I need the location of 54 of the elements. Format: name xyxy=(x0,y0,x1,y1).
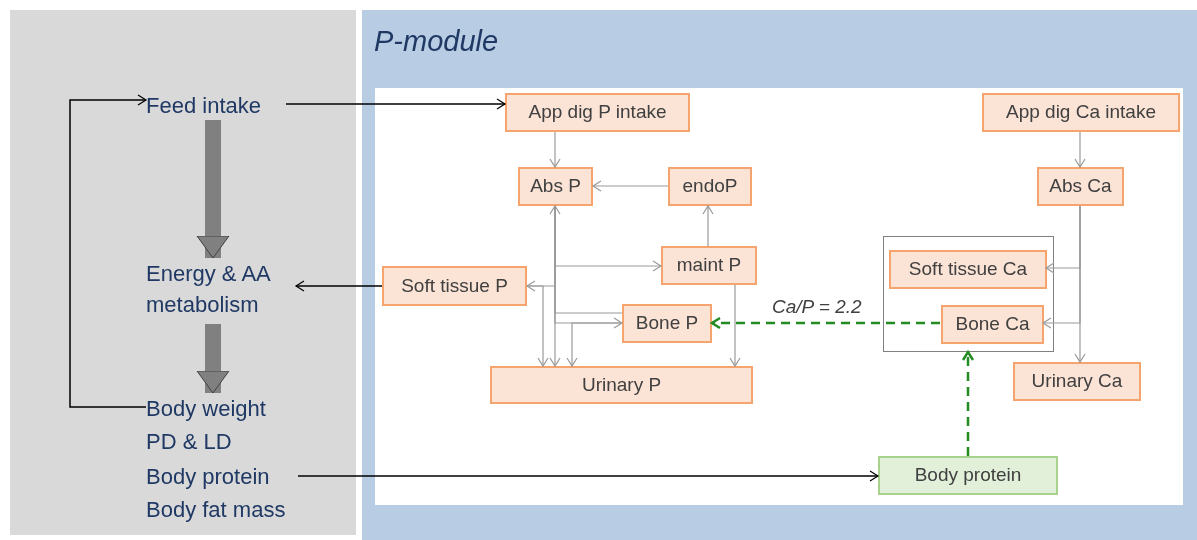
box-label: endoP xyxy=(682,174,738,199)
process-box xyxy=(941,305,1044,344)
arrow xyxy=(285,98,506,110)
box-label: App dig Ca intake xyxy=(1006,100,1156,125)
process-box xyxy=(668,167,752,206)
panel-background xyxy=(10,10,356,535)
arrow xyxy=(729,284,741,367)
box-label: Bone Ca xyxy=(955,312,1030,337)
arrow xyxy=(297,470,879,482)
arrow xyxy=(702,205,714,247)
process-box xyxy=(505,93,690,132)
box-label: Soft tissue P xyxy=(401,273,508,298)
process-box xyxy=(1037,167,1124,206)
arrow xyxy=(526,285,549,367)
box-label: maint P xyxy=(676,253,742,278)
process-box xyxy=(382,266,527,306)
flow-label: Energy & AA metabolism xyxy=(146,258,296,324)
box-label: Body protein xyxy=(914,463,1022,488)
flow-label: PD & LD xyxy=(146,426,256,456)
box-label: Abs P xyxy=(530,174,581,199)
arrow xyxy=(549,205,561,367)
group-box xyxy=(883,236,1054,352)
box-label: Soft tissue Ca xyxy=(908,257,1028,282)
box-label: Bone P xyxy=(635,311,699,336)
arrow xyxy=(1074,131,1086,168)
panel-background xyxy=(362,10,1197,540)
process-box xyxy=(490,366,753,404)
arrow xyxy=(1074,205,1086,363)
arrow xyxy=(549,131,561,168)
process-box xyxy=(518,167,593,206)
process-box xyxy=(622,304,712,343)
arrow xyxy=(961,350,975,456)
arrow xyxy=(710,316,940,330)
box-label: Abs Ca xyxy=(1049,174,1112,199)
process-box xyxy=(982,93,1180,132)
process-box xyxy=(1013,362,1141,401)
arrow xyxy=(549,205,623,314)
process-box xyxy=(889,250,1047,289)
flow-label: Body fat mass xyxy=(146,494,316,524)
arrow xyxy=(295,280,383,292)
flow-label: Feed intake xyxy=(146,90,286,120)
process-box xyxy=(661,246,757,285)
block-arrow xyxy=(196,324,230,394)
arrow xyxy=(592,180,669,192)
process-box xyxy=(878,456,1058,495)
box-label: Urinary Ca xyxy=(1031,369,1123,394)
box-label: App dig P intake xyxy=(528,100,667,125)
flow-label: Body weight xyxy=(146,393,296,423)
arrow xyxy=(69,94,147,408)
arrow xyxy=(566,322,623,367)
flow-label: Body protein xyxy=(146,461,298,491)
block-arrow xyxy=(196,120,230,259)
box-label: Urinary P xyxy=(581,372,662,397)
panel-title: P-module xyxy=(374,24,499,59)
